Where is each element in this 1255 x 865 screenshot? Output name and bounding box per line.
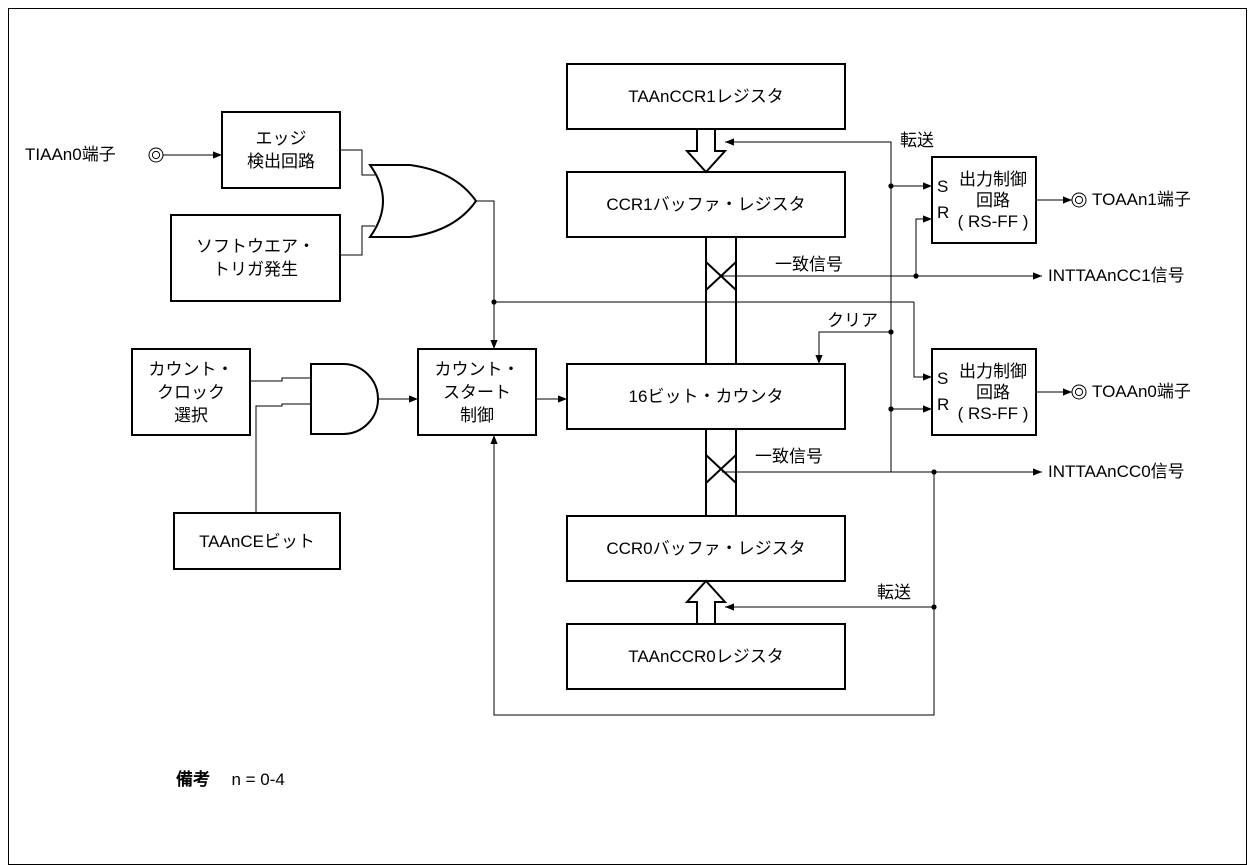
clear-label: クリア	[827, 311, 878, 330]
intcc0-signal-label: INTTAAnCC0信号	[1048, 462, 1185, 481]
page-frame	[8, 8, 1247, 865]
edge-detect-block: エッジ 検出回路	[247, 129, 315, 171]
remark: 備考 n = 0-4	[176, 770, 285, 790]
toaan1-pin-label: TOAAn1端子	[1092, 190, 1191, 209]
remark-text: n = 0-4	[231, 770, 285, 789]
count-clock-select-block: カウント・ クロック 選択	[148, 359, 234, 425]
count-clock-select-box	[131, 348, 251, 436]
or-gate	[368, 164, 478, 238]
transfer-arrow-bottom	[684, 579, 728, 624]
and-gate	[310, 363, 379, 435]
match-signal-label-1: 一致信号	[775, 255, 843, 274]
count-start-control-block: カウント・ スタート 制御	[434, 359, 520, 425]
taance-bit-block: TAAnCEビット	[199, 531, 315, 551]
toaan0-pin-label: TOAAn0端子	[1092, 382, 1191, 401]
set-input-label-1: S	[937, 177, 949, 196]
taanccr1-register-block: TAAnCCR1レジスタ	[628, 87, 784, 106]
transfer-arrow-top	[684, 129, 728, 174]
tiaan0-pin-symbol	[148, 147, 164, 163]
software-trigger-box	[170, 214, 341, 302]
taanccr1-register-box	[566, 63, 846, 130]
reset-input-label-1: R	[937, 203, 950, 222]
set-input-label-0: S	[937, 369, 949, 388]
software-trigger-block: ソフトウエア・ トリガ発生	[196, 237, 315, 279]
ccr1-buffer-register-block: CCR1バッファ・レジスタ	[606, 195, 806, 214]
taanccr0-register-box	[566, 623, 846, 690]
match-signal-label-0: 一致信号	[755, 447, 823, 466]
output-control-0-block: 出力制御 回路 ( RS-FF )	[957, 361, 1029, 423]
reset-input-label-0: R	[937, 395, 950, 414]
tiaan0-pin-label: TIAAn0端子	[25, 145, 116, 164]
toaan0-pin-symbol	[1071, 384, 1087, 400]
count-start-control-box	[417, 348, 537, 436]
taanccr0-register-block: TAAnCCR0レジスタ	[628, 647, 784, 666]
taance-bit-box	[173, 512, 341, 570]
remark-label: 備考	[176, 770, 210, 789]
toaan1-pin-symbol	[1071, 192, 1087, 208]
transfer-label-bottom: 転送	[877, 583, 911, 602]
counter-16bit-block: 16ビット・カウンタ	[628, 387, 784, 406]
output-control-1-block: 出力制御 回路 ( RS-FF )	[957, 169, 1029, 231]
intcc1-signal-label: INTTAAnCC1信号	[1048, 266, 1185, 285]
ccr0-buffer-register-block: CCR0バッファ・レジスタ	[606, 539, 806, 558]
transfer-label-top: 転送	[900, 131, 934, 150]
